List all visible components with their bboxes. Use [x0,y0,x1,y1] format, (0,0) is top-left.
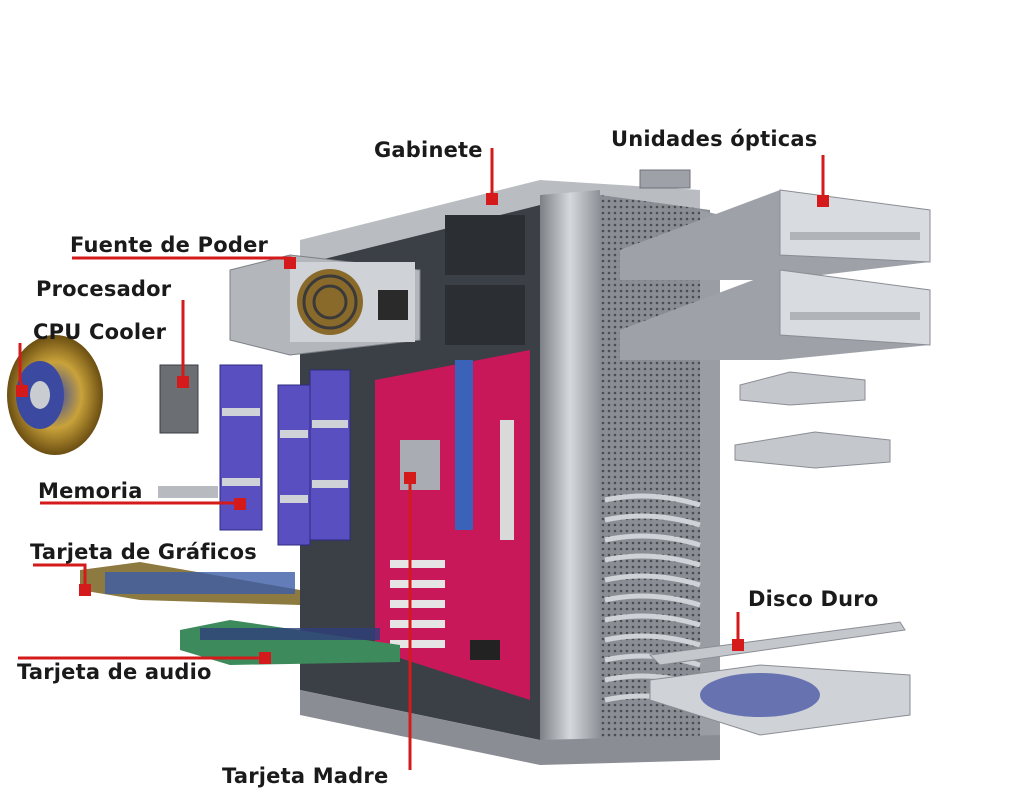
graphics-card [80,562,300,605]
label-procesador: Procesador [36,277,172,301]
hard-disk [648,621,911,736]
label-fuente-de-poder: Fuente de Poder [70,233,269,257]
leader-markers [16,193,829,664]
cpu-cooler [7,335,103,455]
label-gabinete: Gabinete [374,138,483,162]
leader-graficos [33,563,87,590]
label-disco-duro: Disco Duro [748,587,879,611]
audio-card [180,620,400,665]
label-unidades-opticas: Unidades ópticas [611,127,818,151]
label-memoria: Memoria [38,479,143,503]
memory-modules [158,364,351,546]
power-supply [229,254,421,356]
label-tarjeta-graficos: Tarjeta de Gráficos [30,540,257,564]
optical-drives [620,189,931,360]
label-tarjeta-madre: Tarjeta Madre [222,764,389,788]
leader-memoria [40,501,242,507]
small-drive-bays [734,371,891,469]
label-tarjeta-audio: Tarjeta de audio [17,660,212,684]
label-cpu-cooler: CPU Cooler [33,320,167,344]
motherboard [375,350,530,700]
processor-chip [159,364,199,434]
